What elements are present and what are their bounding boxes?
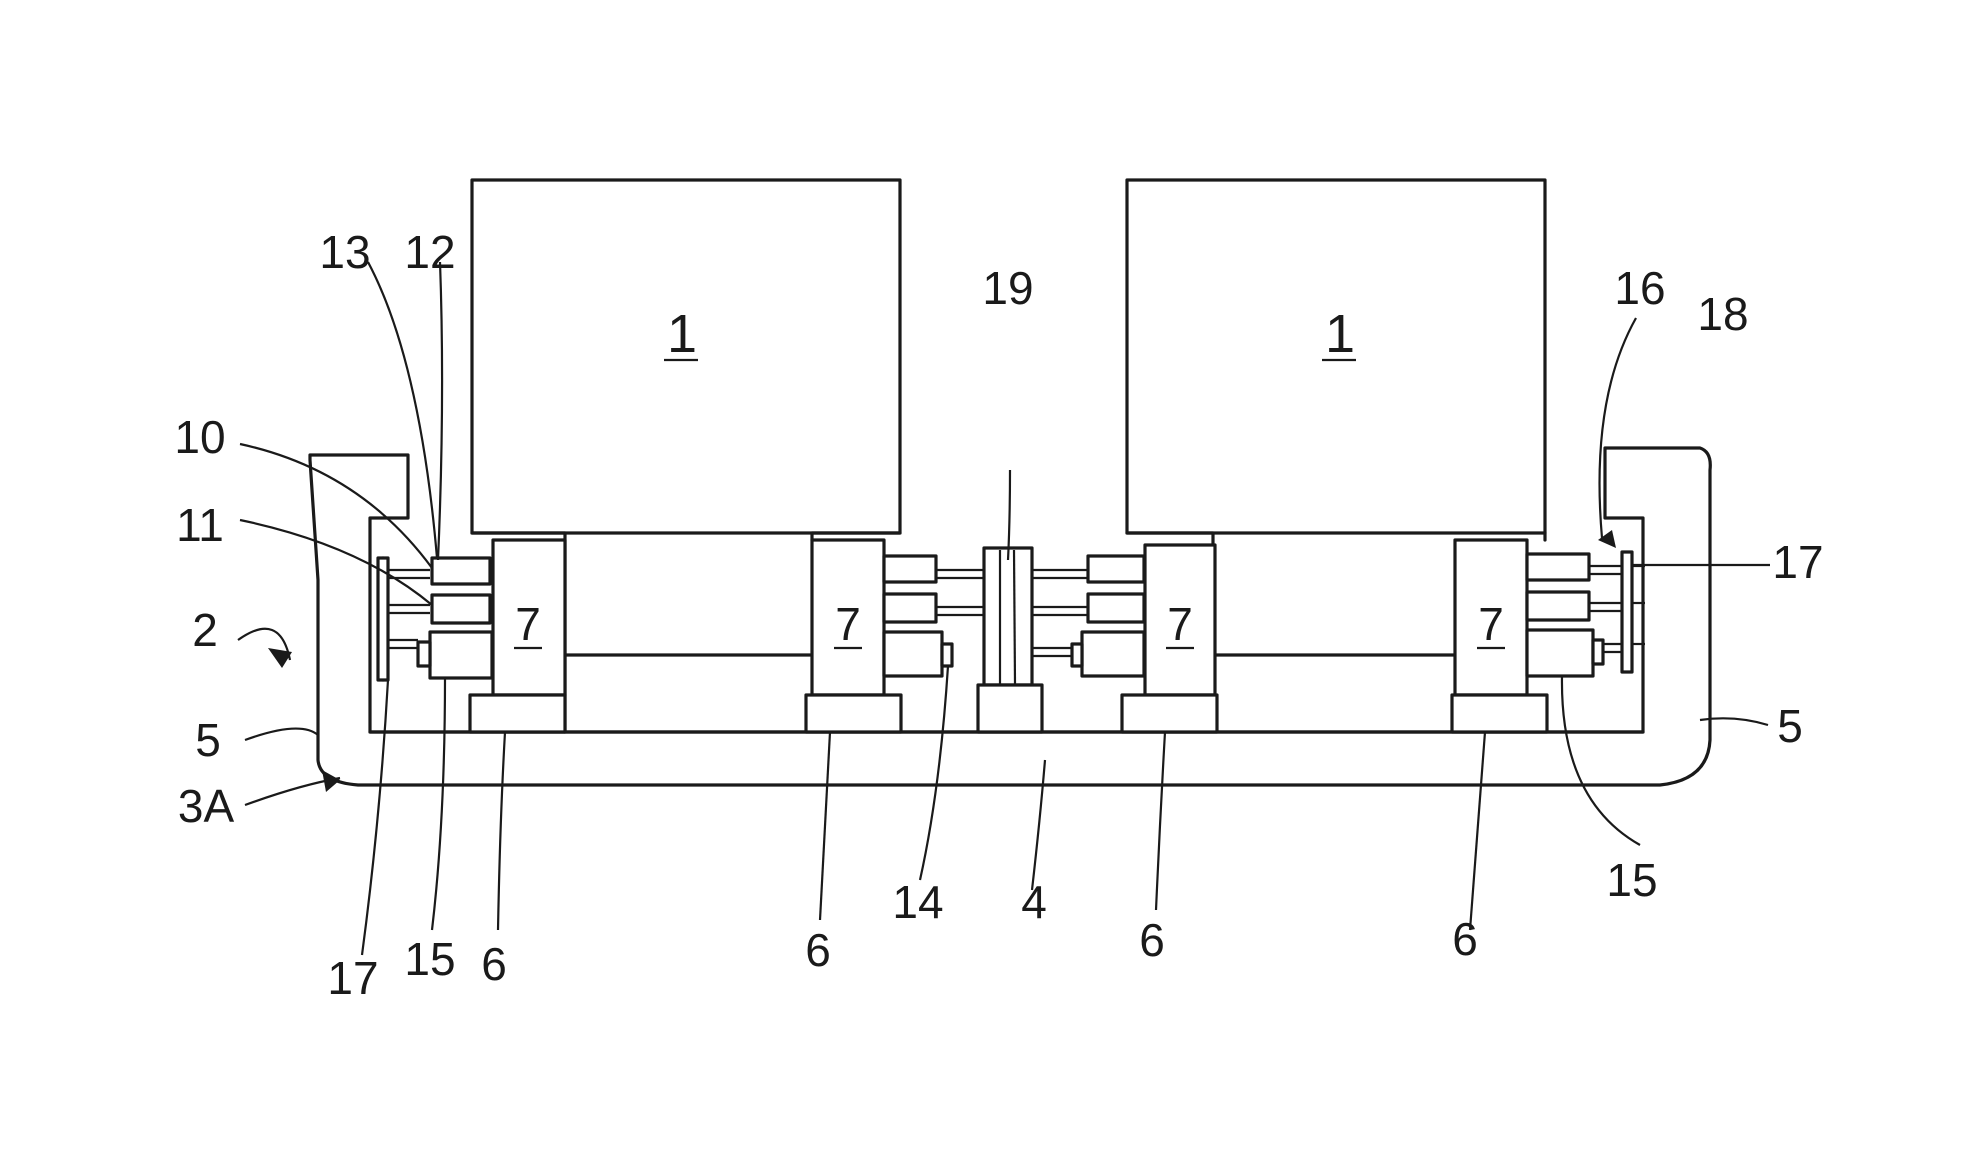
- right-cylinder-2: [1527, 592, 1589, 620]
- label-13: 13: [319, 226, 370, 278]
- label-6-b: 6: [805, 924, 831, 976]
- foot-6-d: [1452, 695, 1547, 732]
- large-block-right-label: 1: [1325, 304, 1355, 364]
- right-cylinder-1: [1527, 554, 1589, 580]
- right-cylinder-15: [1527, 630, 1593, 676]
- label-19: 19: [982, 262, 1033, 314]
- right-cylinder-15-cap: [1593, 640, 1603, 664]
- foot-6-a: [470, 695, 565, 732]
- label-17-right: 17: [1772, 536, 1823, 588]
- label-2: 2: [192, 604, 218, 656]
- label-18: 18: [1697, 288, 1748, 340]
- arrow-3A: [322, 770, 340, 792]
- center-post-19: [984, 548, 1032, 685]
- left-cylinder-15: [430, 632, 492, 678]
- label-6-a: 6: [481, 938, 507, 990]
- center-post-base: [978, 685, 1042, 732]
- center-post-grain-2: [1014, 550, 1015, 684]
- left-plate-17-body: [378, 558, 388, 680]
- label-15-right: 15: [1606, 854, 1657, 906]
- label-4: 4: [1021, 876, 1047, 928]
- label-3A: 3A: [178, 780, 235, 832]
- foot-6-b: [806, 695, 901, 732]
- label-10: 10: [174, 411, 225, 463]
- left-rods: [388, 570, 430, 648]
- column-7-a-label: 7: [515, 598, 541, 650]
- label-14: 14: [892, 876, 943, 928]
- center-right-cyl-2: [1088, 594, 1144, 622]
- center-right-cyl-1: [1088, 556, 1144, 582]
- center-left-cyl-3: [884, 632, 942, 676]
- right-plate-17-body: [1622, 552, 1632, 672]
- label-5-left: 5: [195, 714, 221, 766]
- label-16: 16: [1614, 262, 1665, 314]
- label-11: 11: [176, 499, 224, 551]
- foot-6-c: [1122, 695, 1217, 732]
- column-7-c-label: 7: [1167, 598, 1193, 650]
- label-15-left: 15: [404, 933, 455, 985]
- left-cylinder-12: [432, 558, 490, 584]
- left-cylinder-11: [432, 595, 490, 623]
- center-left-cyl-cap-14: [942, 644, 952, 666]
- label-17-left: 17: [327, 952, 378, 1004]
- left-cylinder-15-cap: [418, 642, 430, 666]
- large-block-left-label: 1: [667, 304, 697, 364]
- label-6-d: 6: [1452, 913, 1478, 965]
- center-left-cyl-2: [884, 594, 936, 622]
- label-5-right: 5: [1777, 700, 1803, 752]
- center-left-cyl-1: [884, 556, 936, 582]
- column-7-b-label: 7: [835, 598, 861, 650]
- label-12: 12: [404, 226, 455, 278]
- center-right-cyl-3: [1082, 632, 1144, 676]
- center-right-cyl-cap: [1072, 644, 1082, 666]
- column-7-d-label: 7: [1478, 598, 1504, 650]
- label-6-c: 6: [1139, 914, 1165, 966]
